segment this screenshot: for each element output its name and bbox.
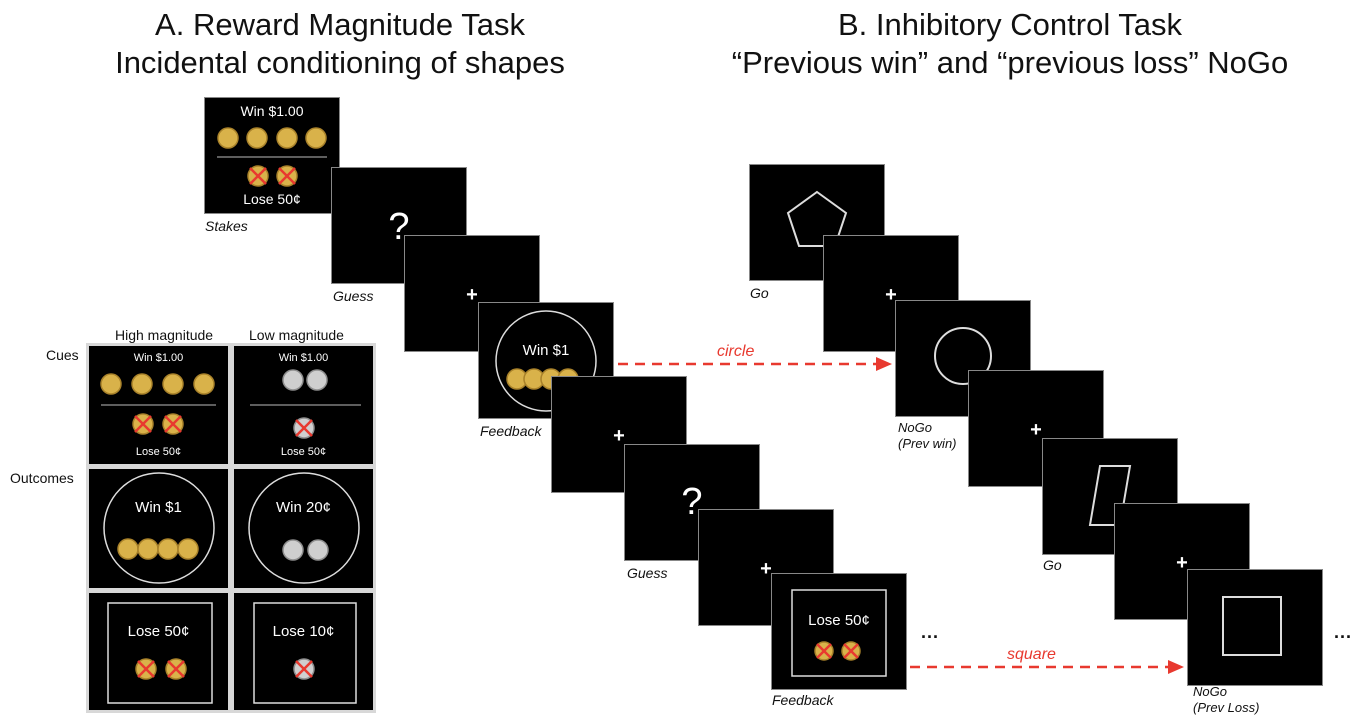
panel-a-title: A. Reward Magnitude Task Incidental cond… — [20, 6, 660, 82]
gold-coin-icon — [100, 373, 215, 395]
circle-arrow — [618, 357, 892, 371]
stakes-screen: Win $1.00 Lose 50¢ — [204, 97, 340, 214]
circle-shape — [934, 327, 992, 385]
crossed-coin-icon — [293, 658, 315, 680]
crossed-coin-icon — [293, 417, 315, 439]
square-arrow-label: square — [1007, 646, 1056, 663]
go-caption-1: Go — [750, 285, 769, 301]
nogo-loss-caption-line2: (Prev Loss) — [1193, 700, 1260, 715]
panel-a-title-line1: A. Reward Magnitude Task — [155, 7, 525, 42]
high-cue-lose: Lose 50¢ — [135, 446, 182, 458]
guess-caption-2: Guess — [627, 565, 668, 581]
feedback-loss-text: Lose 50¢ — [808, 612, 870, 629]
stakes-win-label: Win $1.00 — [240, 103, 304, 119]
nogo-loss-caption-line1: NoGo — [1193, 684, 1227, 699]
nogo-win-caption-line2: (Prev win) — [898, 436, 957, 451]
high-cue-cell: Win $1.00 Lose 50¢ — [89, 346, 228, 464]
col-header-low: Low magnitude — [249, 327, 344, 343]
col-header-high: High magnitude — [115, 327, 214, 343]
panel-b-title-line2: “Previous win” and “previous loss” NoGo — [731, 45, 1289, 80]
low-lose-text: Lose 10¢ — [272, 623, 335, 640]
fixation-cross-b2: + — [1030, 419, 1042, 441]
stakes-graphics — [217, 127, 327, 187]
guess-caption: Guess — [333, 288, 374, 304]
gold-coin-icon — [217, 127, 327, 149]
feedback-caption-2: Feedback — [772, 692, 834, 708]
row-label-outcomes: Outcomes — [10, 470, 74, 486]
gold-coin-row-icon — [506, 368, 579, 390]
high-win-text: Win $1 — [135, 499, 182, 516]
low-cue-cell: Win $1.00 Lose 50¢ — [234, 346, 373, 464]
fixation-cross-3: + — [760, 558, 772, 580]
guess-screen-2: ? — [624, 444, 760, 561]
nogo-square-screen — [1187, 569, 1323, 686]
high-win-cell: Win $1 — [89, 469, 228, 588]
high-lose-text: Lose 50¢ — [127, 623, 190, 640]
high-cue-win: Win $1.00 — [133, 352, 184, 364]
pentagon-shape — [786, 190, 848, 247]
panel-b-title: B. Inhibitory Control Task “Previous win… — [680, 6, 1340, 82]
circle-arrow-label: circle — [717, 343, 755, 360]
panel-a-title-line2: Incidental conditioning of shapes — [115, 45, 565, 80]
feedback-caption-1: Feedback — [480, 423, 542, 439]
row-label-cues: Cues — [46, 347, 79, 363]
arrowhead-icon — [1168, 660, 1184, 674]
arrowhead-icon — [876, 357, 892, 371]
low-win-cell: Win 20¢ — [234, 469, 373, 588]
stakes-lose-label: Lose 50¢ — [243, 191, 301, 207]
silver-coin-icon — [282, 369, 328, 391]
go-caption-2: Go — [1043, 557, 1062, 573]
feedback-win-text: Win $1 — [522, 342, 570, 359]
fixation-cross-2: + — [613, 425, 625, 447]
high-lose-cell: Lose 50¢ — [89, 593, 228, 710]
low-win-text: Win 20¢ — [275, 499, 332, 516]
crossed-coin-icon — [247, 165, 298, 187]
fixation-cross-b3: + — [1176, 552, 1188, 574]
crossed-coin-icon — [135, 658, 187, 680]
low-cue-lose: Lose 50¢ — [280, 446, 327, 458]
panel-b-title-line1: B. Inhibitory Control Task — [837, 7, 1183, 42]
question-mark-2: ? — [681, 481, 703, 523]
low-lose-cell: Lose 10¢ — [234, 593, 373, 710]
nogo-loss-caption: NoGo (Prev Loss) — [1193, 684, 1259, 716]
stakes-caption: Stakes — [205, 218, 248, 234]
square-shape — [1222, 596, 1282, 656]
low-cue-win: Win $1.00 — [278, 352, 329, 364]
nogo-win-caption-line1: NoGo — [898, 420, 932, 435]
gold-coin-row-icon — [117, 538, 199, 560]
silver-coin-icon — [282, 539, 329, 561]
feedback-loss-screen: Lose 50¢ — [771, 573, 907, 690]
fixation-cross: + — [466, 284, 478, 306]
ellipsis-a: ... — [921, 622, 940, 642]
fixation-cross-b1: + — [885, 284, 897, 306]
legend-grid: Win $1.00 Lose 50¢ Win $1.00 — [86, 343, 376, 713]
crossed-coin-icon — [814, 641, 861, 661]
ellipsis-b: ... — [1334, 622, 1353, 642]
crossed-coin-icon — [132, 413, 184, 435]
nogo-win-caption: NoGo (Prev win) — [898, 420, 957, 452]
